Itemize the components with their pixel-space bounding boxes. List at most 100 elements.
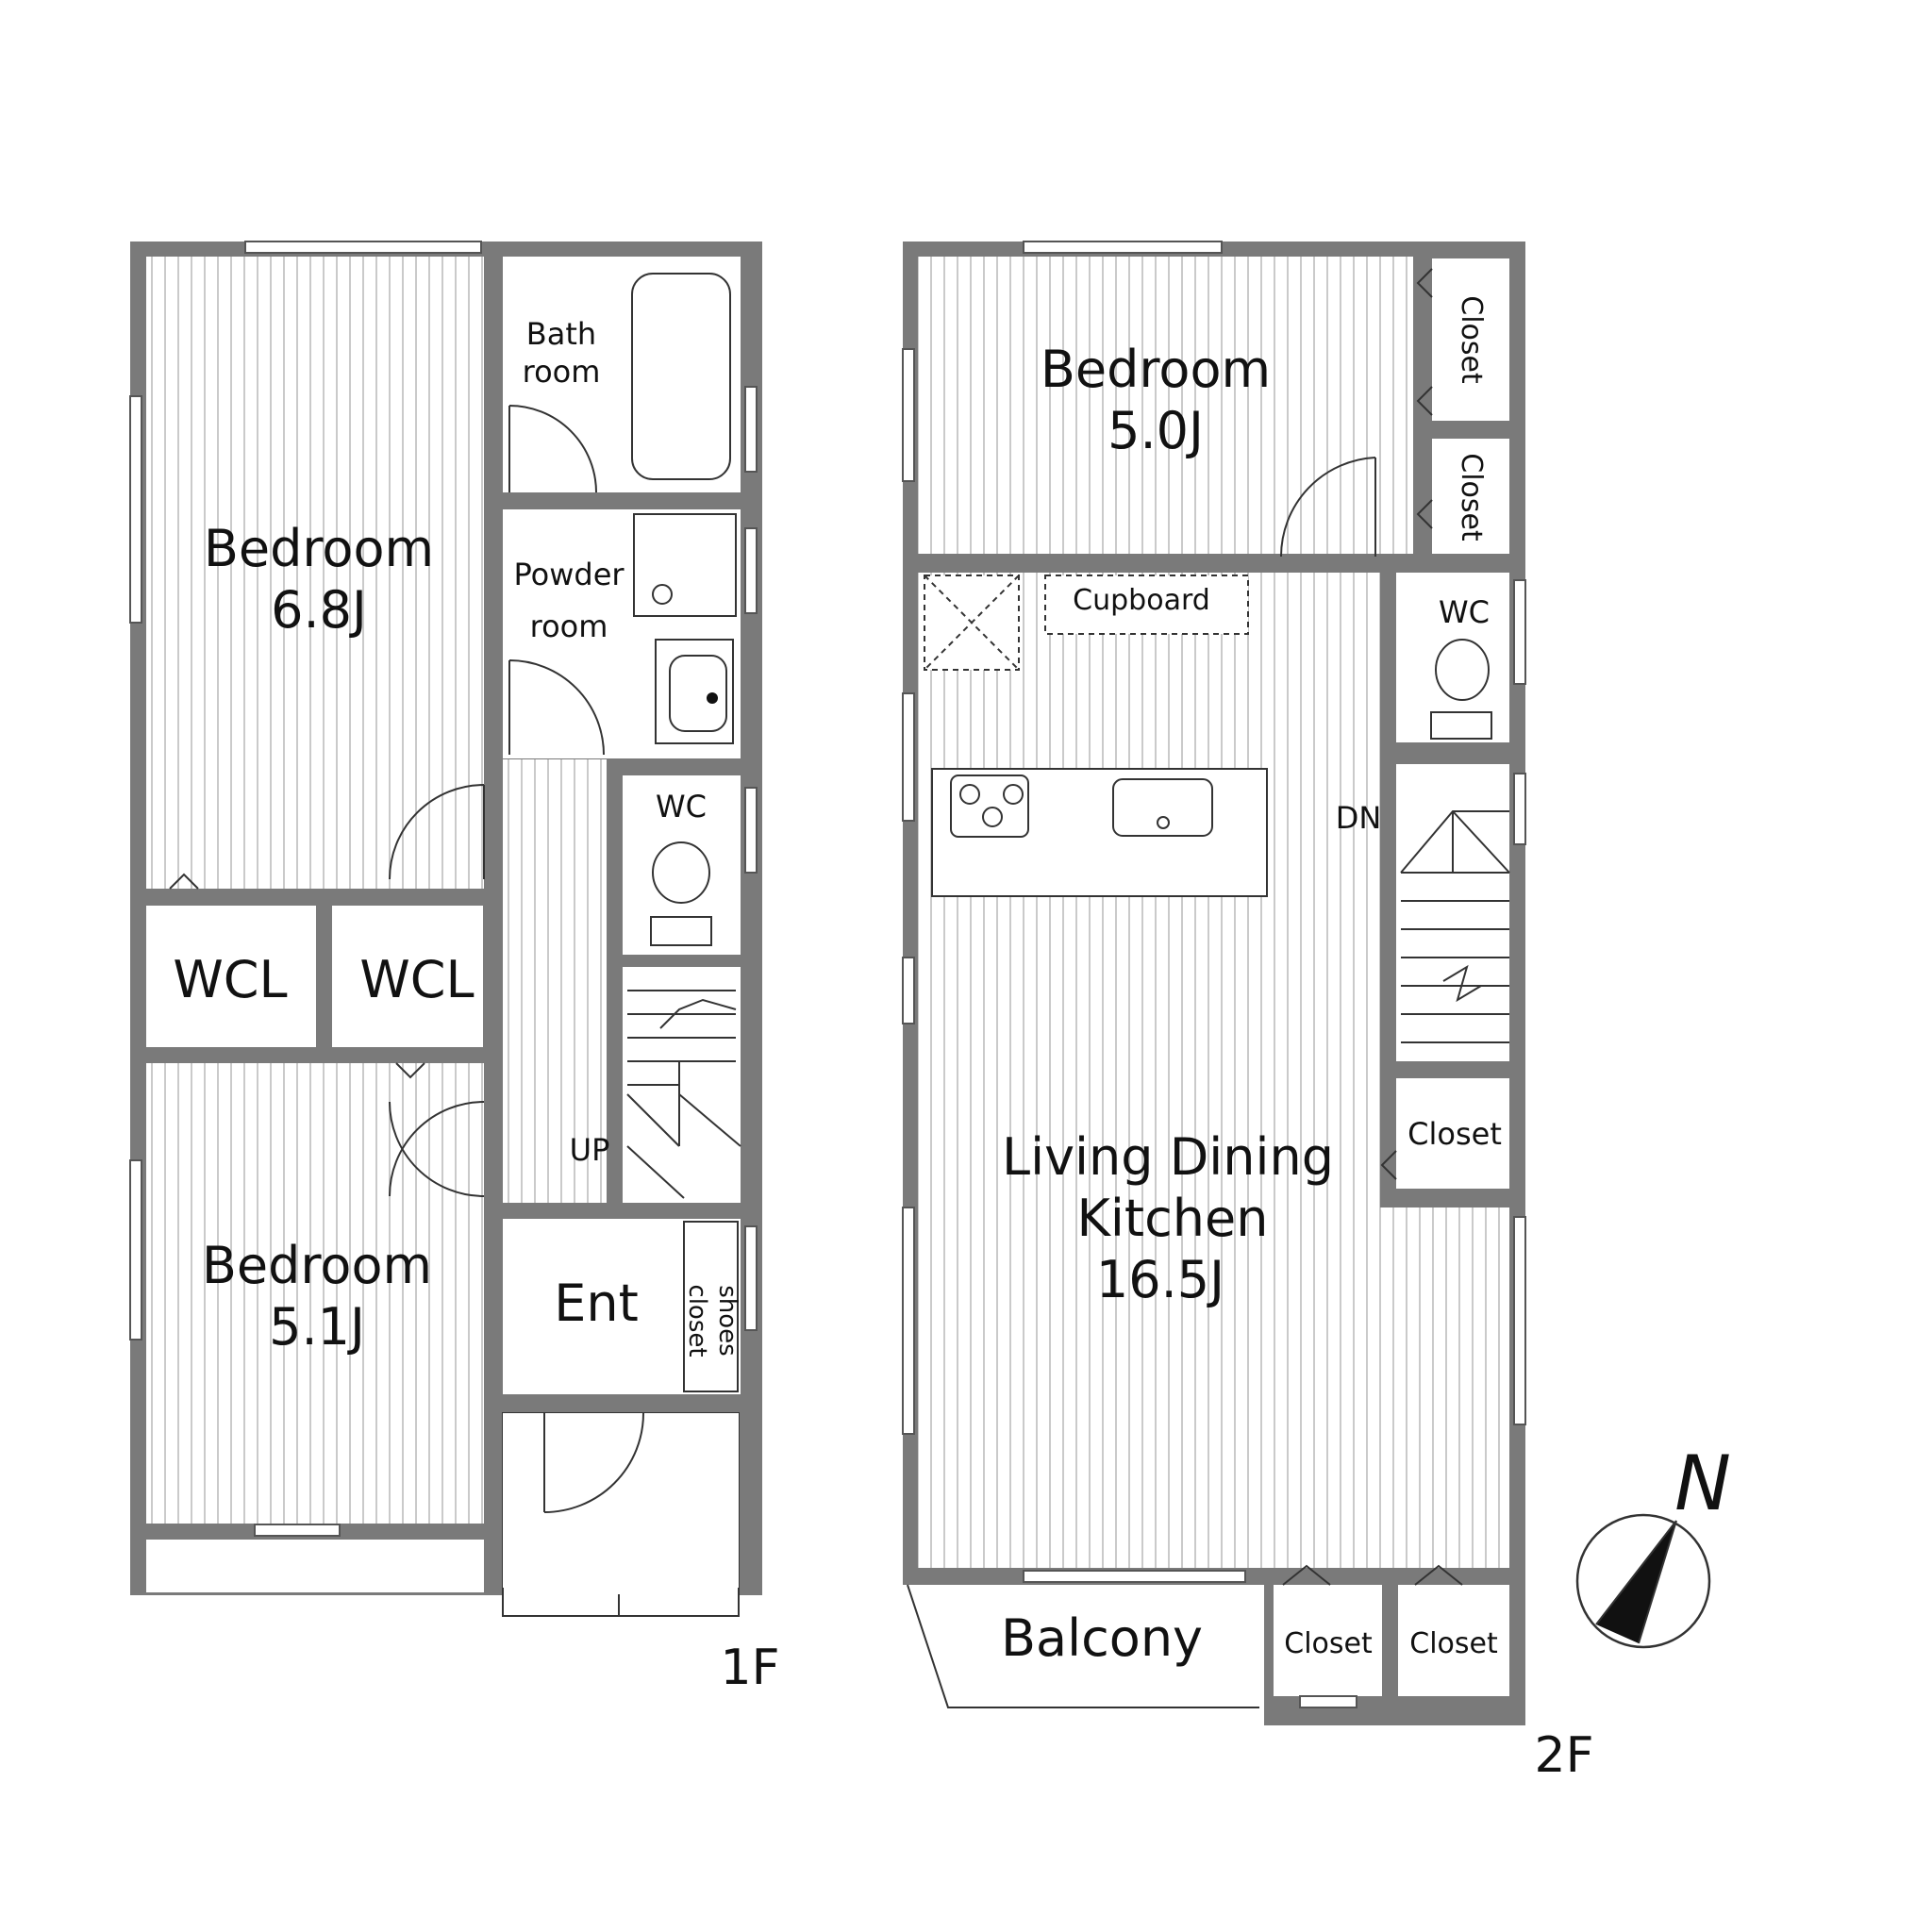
bathtub <box>631 273 731 480</box>
balcony-outline <box>907 1584 1259 1708</box>
stove <box>950 774 1029 838</box>
closet-top-1-floor <box>1432 258 1509 421</box>
window-2f-right-wc <box>1513 579 1526 685</box>
toilet-2f-bowl <box>1435 639 1490 701</box>
label-1f-wc: WC <box>656 789 707 824</box>
compass-north-label: N <box>1674 1440 1731 1527</box>
washbasin-drain <box>652 584 673 605</box>
door-powder <box>508 659 605 756</box>
bedroom-5.0j-floor <box>918 257 1413 554</box>
label-2f-closet-top-1: Closet <box>1455 295 1488 384</box>
label-2f-closet-bottom-1: Closet <box>1284 1627 1373 1660</box>
compass-needle-outline <box>1595 1520 1677 1644</box>
label-2f-stairs: DN <box>1336 800 1382 836</box>
door-bath <box>508 405 597 493</box>
label-2f-bedroom-size: 5.0J <box>1108 401 1204 460</box>
label-1f-bedroom-b-name: Bedroom <box>202 1236 432 1295</box>
door-bedroom-5.0j <box>1279 457 1376 558</box>
shoes-closet-floor <box>684 1219 741 1394</box>
window-2f-balcony <box>1023 1570 1246 1583</box>
wcl-2-floor <box>332 906 483 1047</box>
door-entrance <box>543 1412 644 1513</box>
label-1f-bedroom-a-name: Bedroom <box>204 519 434 578</box>
stairs-2f-floor <box>1396 764 1509 1061</box>
compass <box>1575 1513 1711 1649</box>
label-2f-closet-top-2: Closet <box>1455 453 1488 541</box>
label-2f-ldk-size: 16.5J <box>1096 1250 1224 1309</box>
label-2f-balcony: Balcony <box>1001 1608 1203 1668</box>
wcl-1-floor <box>146 906 316 1047</box>
ldk-floor <box>918 573 1380 1568</box>
washing-machine-dot <box>707 692 718 704</box>
label-2f-ldk-line-1: Living Dining <box>1002 1127 1334 1187</box>
label-1f-powder-1: Powder <box>513 557 625 592</box>
washbasin-counter <box>633 513 737 617</box>
stairs-1f-treads <box>626 990 741 1199</box>
door-bedroom-5.1j <box>389 1101 485 1197</box>
cupboard-outline <box>1044 575 1249 635</box>
wc-1f-floor <box>623 775 741 955</box>
label-2f-wc: WC <box>1439 594 1490 630</box>
void-cross <box>924 575 1020 671</box>
washing-machine-pan <box>655 639 734 744</box>
toilet-1f-bowl <box>652 841 710 904</box>
window-2f-left-a <box>902 348 915 482</box>
window-2f-right-stairs <box>1513 773 1526 845</box>
label-1f-bedroom-a-size: 6.8J <box>271 580 367 640</box>
label-2f-cupboard: Cupboard <box>1073 584 1210 617</box>
window-1f-right-powder <box>744 527 758 614</box>
floor-1-plan <box>129 241 762 1617</box>
hall-1f-floor <box>503 759 607 1203</box>
closet-mid-floor <box>1396 1078 1509 1189</box>
label-2f-level: 2F <box>1535 1727 1594 1784</box>
window-2f-left-c <box>902 957 915 1024</box>
label-2f-closet-mid: Closet <box>1407 1116 1502 1152</box>
label-1f-wcl-2: WCL <box>359 950 474 1009</box>
bath-room-floor <box>503 257 741 492</box>
label-2f-closet-bottom-2: Closet <box>1409 1627 1498 1660</box>
window-1f-left-a <box>129 395 142 624</box>
label-1f-bath-2: room <box>523 354 601 390</box>
door-bedroom-6.8j <box>389 784 485 880</box>
window-2f-right-ldk <box>1513 1216 1526 1425</box>
entrance-lower-floor <box>503 1413 739 1588</box>
label-1f-entrance: Ent <box>554 1274 639 1333</box>
door-bottom-closets <box>1282 1564 1463 1586</box>
label-2f-bedroom-name: Bedroom <box>1041 340 1271 399</box>
window-1f-right-wc <box>744 787 758 874</box>
door-wcl <box>169 873 425 1079</box>
window-2f-top <box>1023 241 1223 254</box>
label-2f-ldk-line-2: Kitchen <box>1077 1189 1269 1248</box>
terrace-strip <box>146 1540 484 1592</box>
kitchen-sink <box>1112 778 1213 837</box>
label-1f-bath-1: Bath <box>526 316 596 352</box>
washing-machine <box>669 655 727 732</box>
toilet-2f-tank <box>1430 711 1492 740</box>
kitchen-island <box>931 768 1268 897</box>
burner-2 <box>1003 784 1024 805</box>
entrance-floor <box>503 1219 684 1394</box>
window-1f-bottom <box>254 1524 341 1537</box>
label-1f-level: 1F <box>721 1640 780 1696</box>
closet-top-2-floor <box>1432 439 1509 554</box>
window-1f-left-b <box>129 1159 142 1341</box>
label-1f-shoes-2: closet <box>683 1284 711 1357</box>
shoes-closet-shelf <box>683 1221 739 1392</box>
floor-2-plan <box>902 241 1526 1726</box>
powder-room-floor <box>503 509 741 758</box>
ldk-floor-right <box>1380 1208 1509 1568</box>
window-2f-bottom <box>1299 1695 1357 1708</box>
window-1f-right-shoes <box>744 1225 758 1331</box>
balcony-area <box>903 1585 1264 1726</box>
stairs-2f-treads <box>1400 810 1510 1043</box>
closet-bottom-2-floor <box>1398 1585 1509 1696</box>
label-1f-shoes-1: shoes <box>713 1285 741 1356</box>
sink-drain <box>1157 816 1170 829</box>
toilet-1f-tank <box>650 916 712 946</box>
label-1f-powder-2: room <box>530 608 608 644</box>
window-1f-right-bath <box>744 386 758 473</box>
window-1f-top <box>244 241 482 254</box>
window-2f-left-b <box>902 692 915 822</box>
bedroom-6.8j-floor <box>146 257 484 889</box>
label-1f-stairs: UP <box>570 1132 610 1168</box>
